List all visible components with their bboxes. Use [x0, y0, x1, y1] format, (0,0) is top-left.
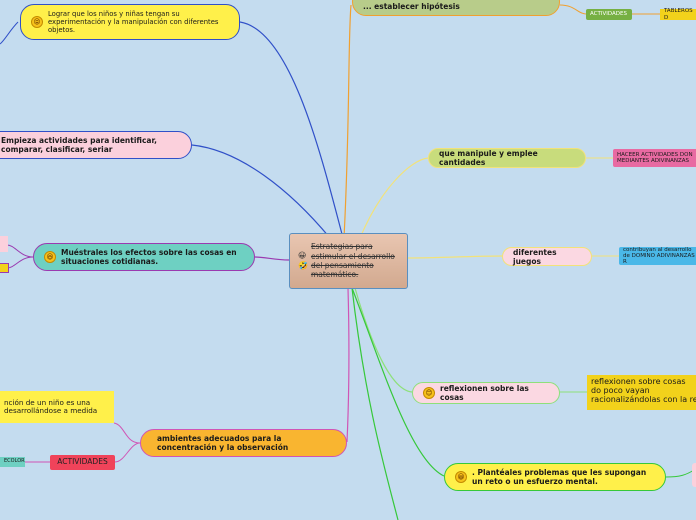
leaf-tableros[interactable]: TABLEROS D [660, 8, 696, 21]
central-topic-label: Estrategias para estimular el desarrollo… [310, 242, 395, 280]
laugh-emoji-icon: 😆 [44, 251, 56, 263]
branch-muestrales[interactable]: 😆 Muéstrales los efectos sobre las cosas… [33, 243, 255, 271]
central-topic[interactable]: 😀🤣 Estrategias para estimular el desarro… [289, 233, 408, 289]
leaf-tableros-label: TABLEROS D [664, 8, 693, 21]
leaf-hacer-actividades-label: HACEER ACTIVIDADES DON MEDIANTES ADIVINA… [617, 151, 693, 164]
leaf-muestrales-stub-pink[interactable] [0, 236, 8, 252]
branch-cantidades-label: que manipule y emplee cantidades [439, 149, 538, 167]
branch-reflexionen-label: reflexionen sobre las cosas [440, 384, 529, 402]
branch-empieza-label: Empieza actividades para identificar, co… [1, 136, 157, 154]
branch-juegos[interactable]: diferentes juegos [502, 247, 592, 266]
leaf-contribuyan[interactable]: contribuyan al desarrollo de DOMINO ADIV… [619, 247, 696, 265]
leaf-colores-label: ECOLOR [4, 458, 25, 465]
branch-reflexionen[interactable]: 😊 reflexionen sobre las cosas [412, 382, 560, 404]
leaf-atencion-text[interactable]: nción de un niño es una desarrollándose … [0, 391, 114, 423]
branch-ambientes-label: ambientes adecuados para la concentració… [157, 434, 289, 452]
central-emoji-icon: 😀🤣 [298, 251, 308, 270]
leaf-muestrales-stub-yellow[interactable] [0, 263, 9, 273]
leaf-actividades-top[interactable]: ACTIVIDADES [586, 9, 632, 20]
branch-logrado-label: Lograr que los niños y niñas tengan su e… [48, 9, 219, 35]
leaf-reflexionen-text[interactable]: reflexionen sobre cosas do poco vayan ra… [587, 375, 696, 410]
leaf-actividades-left[interactable]: ACTIVIDADES [50, 455, 115, 470]
smile-emoji-icon: 😊 [423, 387, 435, 399]
leaf-problemas-stub[interactable] [692, 463, 696, 487]
leaf-reflexionen-text-label: reflexionen sobre cosas do poco vayan ra… [591, 377, 696, 405]
leaf-actividades-left-label: ACTIVIDADES [57, 457, 108, 467]
branch-hipotesis-label: ... establecer hipótesis [363, 2, 460, 11]
branch-problemas[interactable]: 😀 . Plantéales problemas que les suponga… [444, 463, 666, 491]
grin-emoji-icon: 😀 [455, 471, 467, 483]
leaf-contribuyan-label: contribuyan al desarrollo de DOMINO ADIV… [623, 246, 695, 266]
leaf-atencion-text-label: nción de un niño es una desarrollándose … [4, 397, 98, 415]
branch-muestrales-label: Muéstrales los efectos sobre las cosas e… [61, 248, 237, 266]
branch-cantidades[interactable]: que manipule y emplee cantidades [428, 148, 586, 168]
leaf-colores[interactable]: ECOLOR [0, 457, 25, 467]
branch-hipotesis[interactable]: ... establecer hipótesis [352, 0, 560, 16]
leaf-actividades-top-label: ACTIVIDADES [590, 11, 627, 18]
leaf-hacer-actividades[interactable]: HACEER ACTIVIDADES DON MEDIANTES ADIVINA… [613, 149, 696, 167]
branch-juegos-label: diferentes juegos [513, 247, 557, 266]
tongue-emoji-icon: 😝 [31, 16, 43, 28]
branch-logrado[interactable]: 😝 Lograr que los niños y niñas tengan su… [20, 4, 240, 40]
branch-empieza[interactable]: Empieza actividades para identificar, co… [0, 131, 192, 159]
branch-problemas-label: . Plantéales problemas que les supongan … [472, 468, 647, 486]
branch-ambientes[interactable]: ambientes adecuados para la concentració… [140, 429, 347, 457]
